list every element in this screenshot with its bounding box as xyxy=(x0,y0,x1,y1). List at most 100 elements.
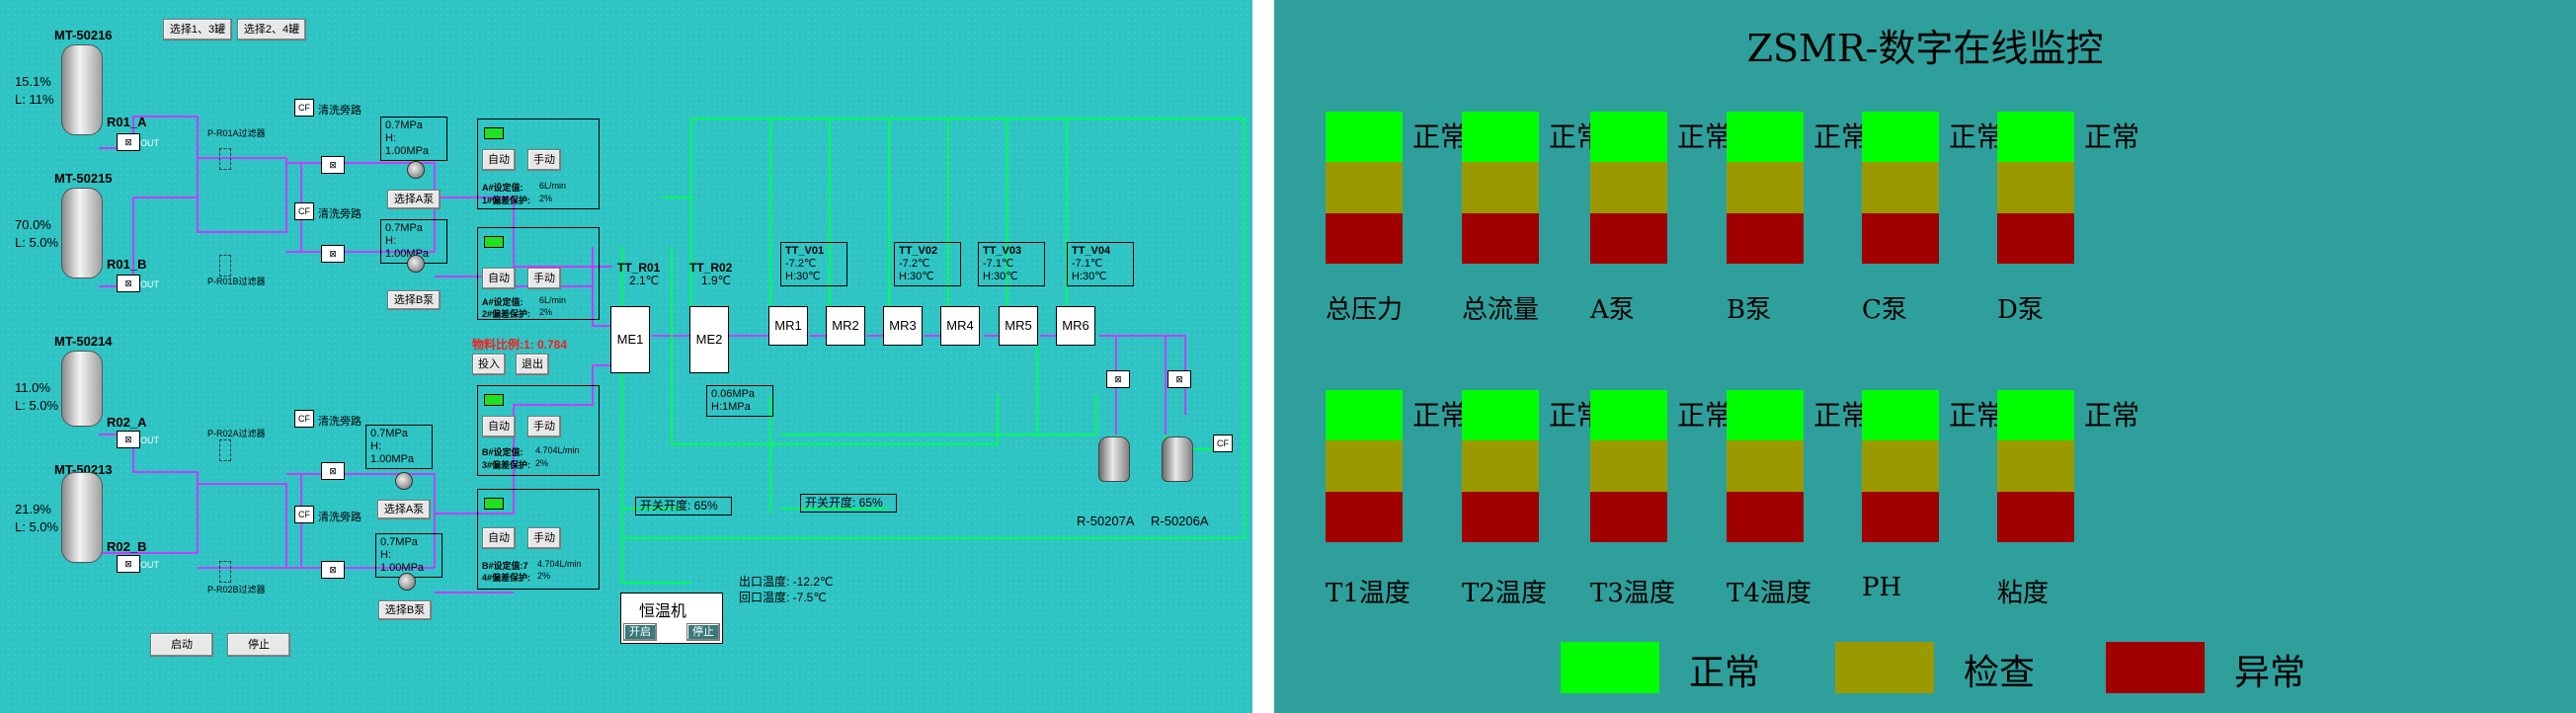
pump-valve[interactable]: ⊠ xyxy=(321,245,345,263)
setpoint-value: 4.704L/min xyxy=(535,445,580,455)
flow-control-3: 自动 手动 B#设定值: 4.704L/min 3#偏差保护: 2% xyxy=(477,385,600,476)
pump-valve[interactable]: ⊠ xyxy=(321,561,345,579)
row2-gauge-2 xyxy=(1590,390,1667,542)
cf-marker: CF xyxy=(294,202,314,220)
start-button[interactable]: 启动 xyxy=(150,633,213,657)
stop-button[interactable]: 停止 xyxy=(227,633,290,657)
valve-r01a[interactable]: ⊠ xyxy=(117,133,140,151)
row1-gauge-2 xyxy=(1590,112,1667,264)
gauge-status: 正常 xyxy=(1677,399,1733,432)
green-band xyxy=(1462,390,1539,440)
select-pump-a2-button[interactable]: 选择A泵 xyxy=(377,500,431,519)
manual-button[interactable]: 手动 xyxy=(527,268,561,289)
mixer-me1[interactable]: ME1 xyxy=(610,306,650,373)
select-tanks-2-4-button[interactable]: 选择2、4罐 xyxy=(237,19,306,40)
manual-button[interactable]: 手动 xyxy=(527,527,561,549)
pump-icon[interactable] xyxy=(407,161,425,179)
auto-button[interactable]: 自动 xyxy=(482,527,516,549)
row1-gauge-3 xyxy=(1727,112,1804,264)
red-band xyxy=(1462,492,1539,542)
reactor-mr3[interactable]: MR3 xyxy=(883,306,923,346)
valve-r02a[interactable]: ⊠ xyxy=(117,431,140,448)
manual-button[interactable]: 手动 xyxy=(527,416,561,437)
tank-2 xyxy=(61,188,103,278)
deviation-value: 2% xyxy=(537,571,551,581)
pump-icon[interactable] xyxy=(398,573,416,591)
gauge-label: T2温度 xyxy=(1462,579,1547,608)
gauge-label: B泵 xyxy=(1727,295,1772,325)
gauge-label: 粘度 xyxy=(1997,579,2050,608)
pump-valve[interactable]: ⊠ xyxy=(321,462,345,480)
gauge-status: 正常 xyxy=(1412,120,1469,153)
reactor-mr4[interactable]: MR4 xyxy=(940,306,980,346)
valve-r01a-state: OUT xyxy=(140,138,159,148)
select-pump-b-button[interactable]: 选择B泵 xyxy=(387,290,441,310)
gauge-status: 正常 xyxy=(1412,399,1469,432)
red-band xyxy=(1862,492,1939,542)
output-valve-1[interactable]: ⊠ xyxy=(1106,370,1130,388)
filter-icon xyxy=(219,439,231,461)
pipe-feed-top-b xyxy=(99,198,134,287)
pipe-feed-bottom xyxy=(99,434,199,554)
gauge-status: 正常 xyxy=(1813,399,1870,432)
olive-band xyxy=(1590,162,1667,213)
auto-button[interactable]: 自动 xyxy=(482,149,516,171)
exit-button[interactable]: 退出 xyxy=(516,354,549,375)
engage-button[interactable]: 投入 xyxy=(472,354,506,375)
cleaning-bypass-label: 清洗旁路 xyxy=(318,512,362,523)
valve-r02b[interactable]: ⊠ xyxy=(117,555,140,573)
tank-2-id: MT-50215 xyxy=(54,171,113,186)
manual-button[interactable]: 手动 xyxy=(527,149,561,171)
red-band xyxy=(1727,213,1804,264)
row2-gauge-5 xyxy=(1997,390,2074,542)
valve-r01b-label: R01_B xyxy=(107,257,147,272)
output-valve-2[interactable]: ⊠ xyxy=(1167,370,1191,388)
gauge-status: 正常 xyxy=(1949,120,2005,153)
reactor-mr2[interactable]: MR2 xyxy=(826,306,865,346)
auto-button[interactable]: 自动 xyxy=(482,416,516,437)
pump-icon[interactable] xyxy=(395,472,413,490)
auto-button[interactable]: 自动 xyxy=(482,268,516,289)
pipe-coolant-return xyxy=(671,247,999,445)
reactor-mr5[interactable]: MR5 xyxy=(999,306,1038,346)
status-indicator xyxy=(484,236,504,248)
monitor-title: ZSMR-数字在线监控 xyxy=(1746,27,2104,70)
gauge-label: T4温度 xyxy=(1727,579,1811,608)
row1-gauge-5 xyxy=(1997,112,2074,264)
red-band xyxy=(1590,492,1667,542)
setpoint-label: B#设定值:7 xyxy=(482,561,528,571)
setpoint-label: A#设定值: xyxy=(482,183,523,193)
gauge-label: 总流量 xyxy=(1462,295,1540,325)
tank-2-percent: 70.0% xyxy=(15,217,51,232)
pump-valve[interactable]: ⊠ xyxy=(321,156,345,174)
select-pump-a-button[interactable]: 选择A泵 xyxy=(387,190,441,209)
tank-1-level: L: 11% xyxy=(15,92,54,107)
olive-band xyxy=(1727,440,1804,492)
vessel-r-50207a-label: R-50207A xyxy=(1077,514,1135,528)
select-pump-b2-button[interactable]: 选择B泵 xyxy=(378,600,432,620)
select-tanks-1-3-button[interactable]: 选择1、3罐 xyxy=(163,19,232,40)
reactor-mr1[interactable]: MR1 xyxy=(768,306,808,346)
reactor-vessel-icon xyxy=(1098,436,1130,482)
olive-band xyxy=(1462,440,1539,492)
setpoint-value: 6L/min xyxy=(539,181,567,191)
pipe-to-me1-b xyxy=(435,364,610,515)
valve-r01b[interactable]: ⊠ xyxy=(117,275,140,292)
setpoint-label: A#设定值: xyxy=(482,297,523,307)
pump-icon[interactable] xyxy=(407,255,425,273)
filter-icon xyxy=(219,148,231,170)
deviation-label: 4#偏差保护: xyxy=(482,573,531,583)
valve-opening-2: 开关开度: 65% xyxy=(800,494,897,513)
valve-opening-1: 开关开度: 65% xyxy=(635,497,732,515)
filter-icon xyxy=(219,255,231,277)
thermostat-off-button[interactable]: 停止 xyxy=(686,623,720,641)
green-band xyxy=(1590,390,1667,440)
thermostat-on-button[interactable]: 开启 xyxy=(623,623,657,641)
red-band xyxy=(1326,213,1403,264)
reactor-mr6[interactable]: MR6 xyxy=(1056,306,1095,346)
mixer-me2[interactable]: ME2 xyxy=(689,306,729,373)
